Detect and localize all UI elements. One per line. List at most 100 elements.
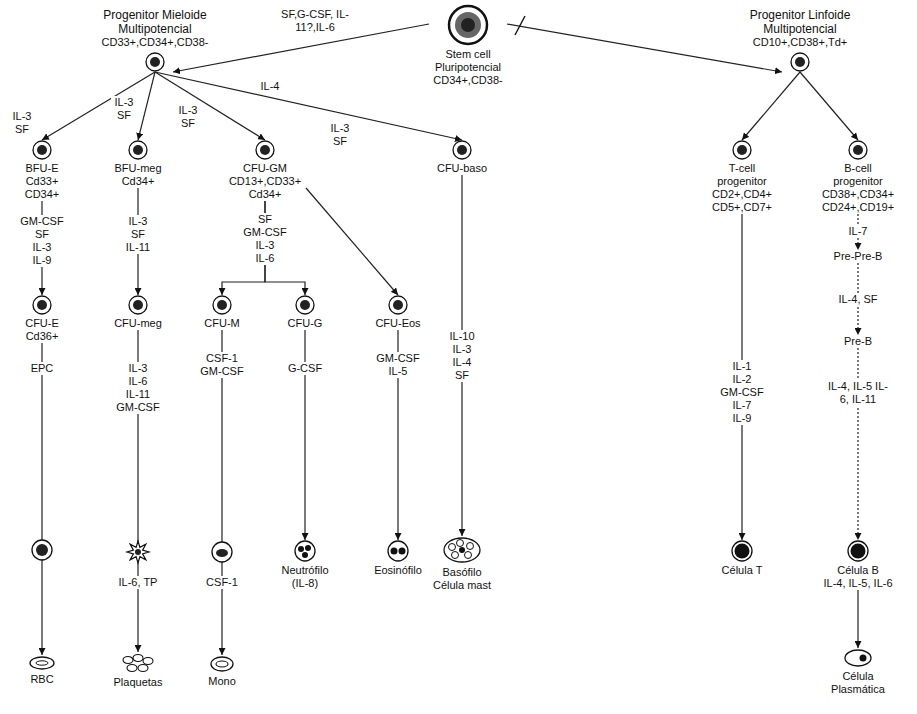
mature-cell: Basófilo Célula mast (429, 536, 495, 592)
cytokine-label: CSF-1 (206, 576, 238, 589)
mature-cell: Célula Plasmática (822, 648, 894, 696)
cell-part (127, 665, 137, 672)
cell-part (737, 145, 747, 155)
cell-marker: Cd33+ CD34+ (16, 175, 68, 201)
cell-icon (32, 295, 52, 315)
cell-icon (843, 648, 873, 668)
cell-marker: CD34+,CD38- (429, 74, 507, 87)
cell-icon (128, 295, 148, 315)
cell-part (457, 540, 464, 547)
cytokine-label: IL-7 (849, 225, 868, 238)
cell-part (389, 296, 407, 314)
cell-name: Stem cell Pluripotencial (429, 48, 507, 74)
cell-name: CFU-M (197, 317, 247, 330)
cell-part (449, 544, 456, 551)
cytokine-label: SF GM-CSF IL-3 IL-6 (240, 213, 290, 265)
cell-marker: CD38+,CD34+ CD24+,CD19+ (818, 188, 898, 214)
cell-part (129, 296, 147, 314)
mature-cell: RBC (20, 655, 64, 686)
cell-icon (32, 140, 52, 160)
cytokine-label: EPC (31, 362, 54, 375)
cell-marker: (IL-8) (273, 577, 337, 590)
stage-label: Pre-Pre-B (823, 250, 893, 263)
cell-marker: CD10+,CD38+,Td+ (738, 36, 862, 49)
lineage-arrow (742, 72, 800, 140)
cell-icon (145, 52, 165, 72)
cell-name: CFU-GM (224, 162, 306, 175)
cytokine-label: CSF-1 GM-CSF (197, 352, 247, 378)
cell-part (213, 296, 231, 314)
cell-marker: CD33+,CD34+,CD38- (93, 36, 217, 49)
cell-part (302, 552, 308, 558)
cell-part (211, 657, 233, 671)
cell-part (461, 18, 475, 32)
cell-icon (387, 540, 409, 562)
cell-part (735, 544, 750, 559)
cell-icon (294, 540, 316, 562)
cell-part (298, 546, 304, 552)
progenitor-cell: Progenitor Linfoide MultipotencialCD10+,… (738, 8, 862, 72)
cell-part (146, 53, 164, 71)
mature-cell: Célula T (712, 540, 772, 577)
cell-part (457, 145, 467, 155)
cytokine-label: IL-3 IL-6 IL-11 GM-CSF (113, 362, 163, 414)
cell-icon (790, 52, 810, 72)
colony-cell: CFU-G (280, 295, 330, 330)
cell-name: BFU-meg (108, 162, 168, 175)
lineage-arrow (155, 72, 265, 140)
lineage-arrow (857, 348, 858, 540)
progenitor-cell: B-cell progenitorCD38+,CD34+ CD24+,CD19+ (818, 140, 898, 214)
colony-cell: CFU-meg (108, 295, 168, 330)
cell-name: Progenitor Mieloide Multipotencial (93, 8, 217, 36)
cell-name: CFU-Eos (370, 317, 426, 330)
cell-name: Eosinófilo (367, 564, 429, 577)
colony-cell: CFU-Eos (370, 295, 426, 330)
cytokine-label: GM-CSF SF IL-3 IL-9 (17, 215, 67, 267)
cell-part (305, 545, 311, 551)
cell-part (452, 552, 459, 559)
cell-part (33, 296, 51, 314)
cell-part (123, 657, 133, 664)
cell-name: Célula T (712, 564, 772, 577)
megakaryocyte-icon (127, 541, 149, 563)
cell-marker: IL-4, IL-5, IL-6 (815, 577, 901, 590)
cell-part (388, 541, 408, 561)
cell-part (849, 141, 867, 159)
cell-name: CFU-G (280, 317, 330, 330)
lineage-arrow (221, 330, 222, 655)
cell-part (129, 141, 147, 159)
cell-part (143, 658, 153, 665)
cytokine-label: IL-1 IL-2 GM-CSF IL-7 IL-9 (717, 360, 767, 425)
stem-cell: Stem cell PluripotencialCD34+,CD38- (429, 4, 507, 87)
cell-part (296, 296, 314, 314)
cytokine-label: IL-3 SF (327, 122, 353, 148)
cell-icon (731, 540, 753, 562)
progenitor-cell: BFU-ECd33+ CD34+ (16, 140, 68, 201)
cell-marker: CD2+,CD4+ CD5+,CD7+ (706, 188, 778, 214)
cell-name: CFU-E (16, 317, 68, 330)
cell-part (256, 141, 274, 159)
cytokine-label: G-CSF (288, 362, 322, 375)
cell-part (851, 544, 866, 559)
cell-icon (447, 4, 489, 46)
cell-part (459, 547, 465, 553)
cytokine-label: IL-3 SF (9, 110, 35, 136)
colony-cell: CFU-ECd36+ (16, 295, 68, 343)
cell-icon (848, 140, 868, 160)
mature-cell: Plaquetas (106, 652, 170, 689)
mature-cell: Célula BIL-4, IL-5, IL-6 (815, 540, 901, 590)
cell-marker: Cd36+ (16, 330, 68, 343)
cell-icon (128, 140, 148, 160)
cell-part (848, 541, 868, 561)
cell-icon (209, 655, 235, 673)
cell-name: BFU-E (16, 162, 68, 175)
cytokine-label: IL-4, SF (838, 293, 877, 306)
monoblast-nucleus (216, 549, 228, 557)
cell-name: Basófilo Célula mast (429, 566, 495, 592)
lineage-arrow (155, 72, 462, 140)
cytokine-label: IL-4 (261, 80, 280, 93)
cell-icon (295, 295, 315, 315)
cell-name: Progenitor Linfoide Multipotencial (738, 8, 862, 36)
cell-part (455, 12, 481, 38)
cell-icon (120, 652, 156, 674)
